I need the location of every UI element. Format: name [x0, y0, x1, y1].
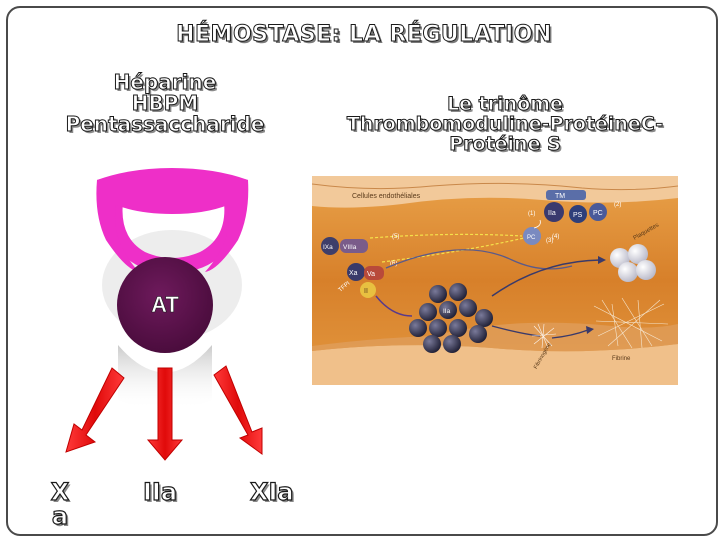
ii-label: II	[364, 288, 368, 295]
trinome-line-2: Thrombomoduline-ProtéineC-	[346, 112, 664, 135]
va-label: Va	[367, 271, 375, 278]
heparin-list: Héparine HBPM Pentassaccharide	[40, 70, 290, 136]
arrow-to-xia	[213, 365, 263, 455]
trinome-line-1: Le trinôme	[447, 93, 564, 115]
step-5: (5)	[392, 234, 399, 240]
endothelial-cells-label: Cellules endothéliales	[352, 193, 421, 200]
step-4: (4)	[552, 234, 559, 240]
ps-label: PS	[573, 212, 583, 219]
tm-label: TM	[555, 193, 565, 200]
crescent-body	[96, 168, 249, 272]
fibrin-label: Fibrine	[612, 356, 631, 362]
trinome-line-3: Protéine S	[449, 132, 562, 155]
pc-top-label: PC	[593, 210, 603, 217]
hbpm-label: HBPM	[131, 91, 199, 115]
fibrin-mesh	[593, 297, 669, 349]
at-label: AT	[151, 292, 179, 317]
pathway-illustration: Cellules endothéliales TM IIa PS PC (1) …	[312, 176, 678, 385]
heparin-label: Héparine	[113, 70, 217, 94]
platelet-aggregate	[610, 244, 656, 282]
arrow-to-xa	[65, 367, 125, 453]
slide-title: HÉMOSTASE: LA RÉGULATION	[176, 22, 552, 48]
step-3: (3)	[546, 238, 553, 244]
xa-label: Xa	[349, 270, 358, 277]
factor-xa-label: Xa	[50, 478, 70, 530]
thrombin-cluster: IIa	[409, 283, 493, 353]
heparin-crescent	[97, 170, 248, 273]
pentassaccharide-label: Pentassaccharide	[65, 112, 265, 136]
viiia-label: VIIIa	[343, 244, 357, 251]
protein-c-pathway-figure: Cellules endothéliales TM IIa PS PC (1) …	[312, 176, 678, 385]
step-1: (1)	[528, 211, 535, 217]
fibrinogen-strands	[531, 323, 557, 349]
arrow-to-iia	[146, 367, 184, 461]
step-2: (2)	[614, 202, 621, 208]
factor-iia-label: IIa	[142, 478, 178, 506]
trinome-heading: Le trinôme Thrombomoduline-ProtéineC- Pr…	[320, 93, 690, 155]
thrombin-cluster-label: IIa	[443, 308, 451, 315]
step-6: (6)	[390, 261, 397, 267]
factor-xia-label: XIa	[249, 478, 294, 506]
iia-top-label: IIa	[548, 210, 556, 217]
ixa-label: IXa	[323, 244, 333, 251]
pc-secondary-label: PC	[527, 235, 536, 241]
at-circle	[117, 257, 213, 353]
